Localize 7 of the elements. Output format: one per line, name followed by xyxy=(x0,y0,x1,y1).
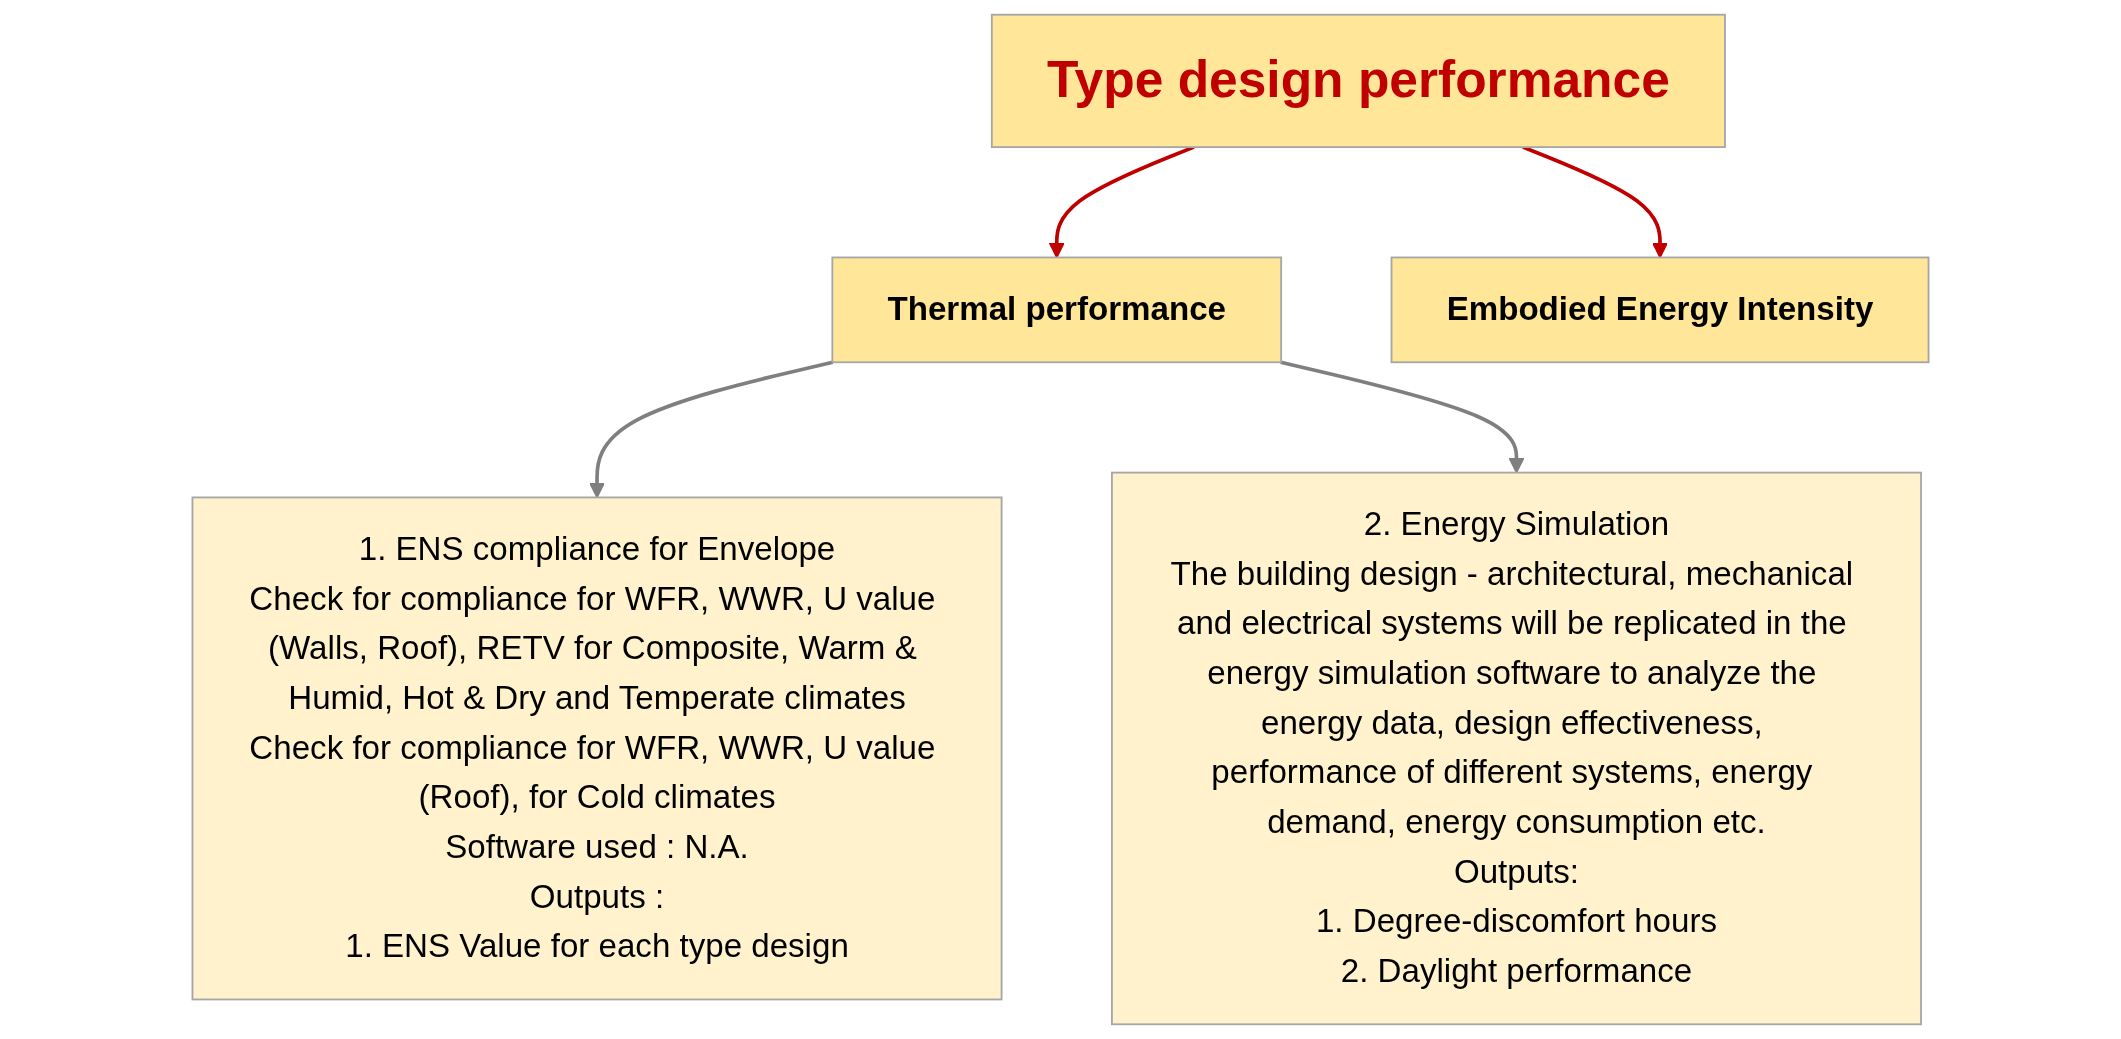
arrow xyxy=(1280,360,1525,474)
node-box: 1. ENS compliance for Envelope Check for compliance for WFR, WWR, U value (Walls, Roof), RETV for Composite, Warm & Humid, Hot & Dry and Temperate climates Check for compliance for WFR, WWR, U value (Roof), for Cold climates Software used : N.A. Outputs : 1. ENS Value for each type design xyxy=(191,496,1003,1001)
arrow xyxy=(588,360,834,499)
node-box: Thermal performance xyxy=(831,256,1283,364)
node-box: Embodied Energy Intensity xyxy=(1390,256,1930,364)
node-box: Type design performance xyxy=(990,13,1726,149)
node-box: 2. Energy Simulation The building design - architectural, mechanical and electrical systems will be replicated in the energy simulation software to analyze the energy data, design effectiveness, performance of different systems, energy demand, energy consumption etc. Outputs: 1. Degree-discomfort hours 2. Daylight performance xyxy=(1111,471,1922,1026)
